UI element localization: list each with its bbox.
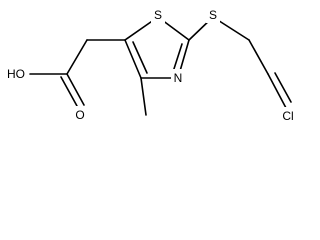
atom-chlorine: Cl bbox=[277, 107, 299, 124]
chlorine-label: Cl bbox=[282, 109, 293, 123]
bond-c4-methyl bbox=[140, 77, 147, 116]
ring-nitrogen-label: N bbox=[174, 71, 183, 85]
atom-carbonyl-oxygen: O bbox=[73, 106, 87, 122]
hydroxyl-label: HO bbox=[7, 67, 25, 81]
bond-ch2-ch bbox=[248, 39, 269, 75]
atom-hydroxyl: HO bbox=[4, 65, 28, 82]
bond-ch-ch-double-a bbox=[267, 73, 287, 109]
bond-c-o-double-a bbox=[66, 73, 85, 106]
atom-ring-nitrogen: N bbox=[171, 69, 185, 86]
molecule-structure-diagram: HO O S N S Cl bbox=[4, 6, 299, 124]
thioether-sulfur-label: S bbox=[209, 8, 217, 22]
bond-ch-ch-double-b bbox=[274, 72, 292, 103]
carbonyl-oxygen-label: O bbox=[75, 108, 84, 122]
atom-thioether-sulfur: S bbox=[206, 6, 220, 23]
ring-sulfur-label: S bbox=[154, 8, 162, 22]
bond-c-o-double-b bbox=[60, 76, 78, 107]
atom-ring-sulfur: S bbox=[151, 6, 165, 23]
bond-ch2-cooh bbox=[66, 39, 88, 75]
bond-c4-c5-double bbox=[132, 41, 148, 74]
bond-c4-c5 bbox=[124, 39, 142, 79]
